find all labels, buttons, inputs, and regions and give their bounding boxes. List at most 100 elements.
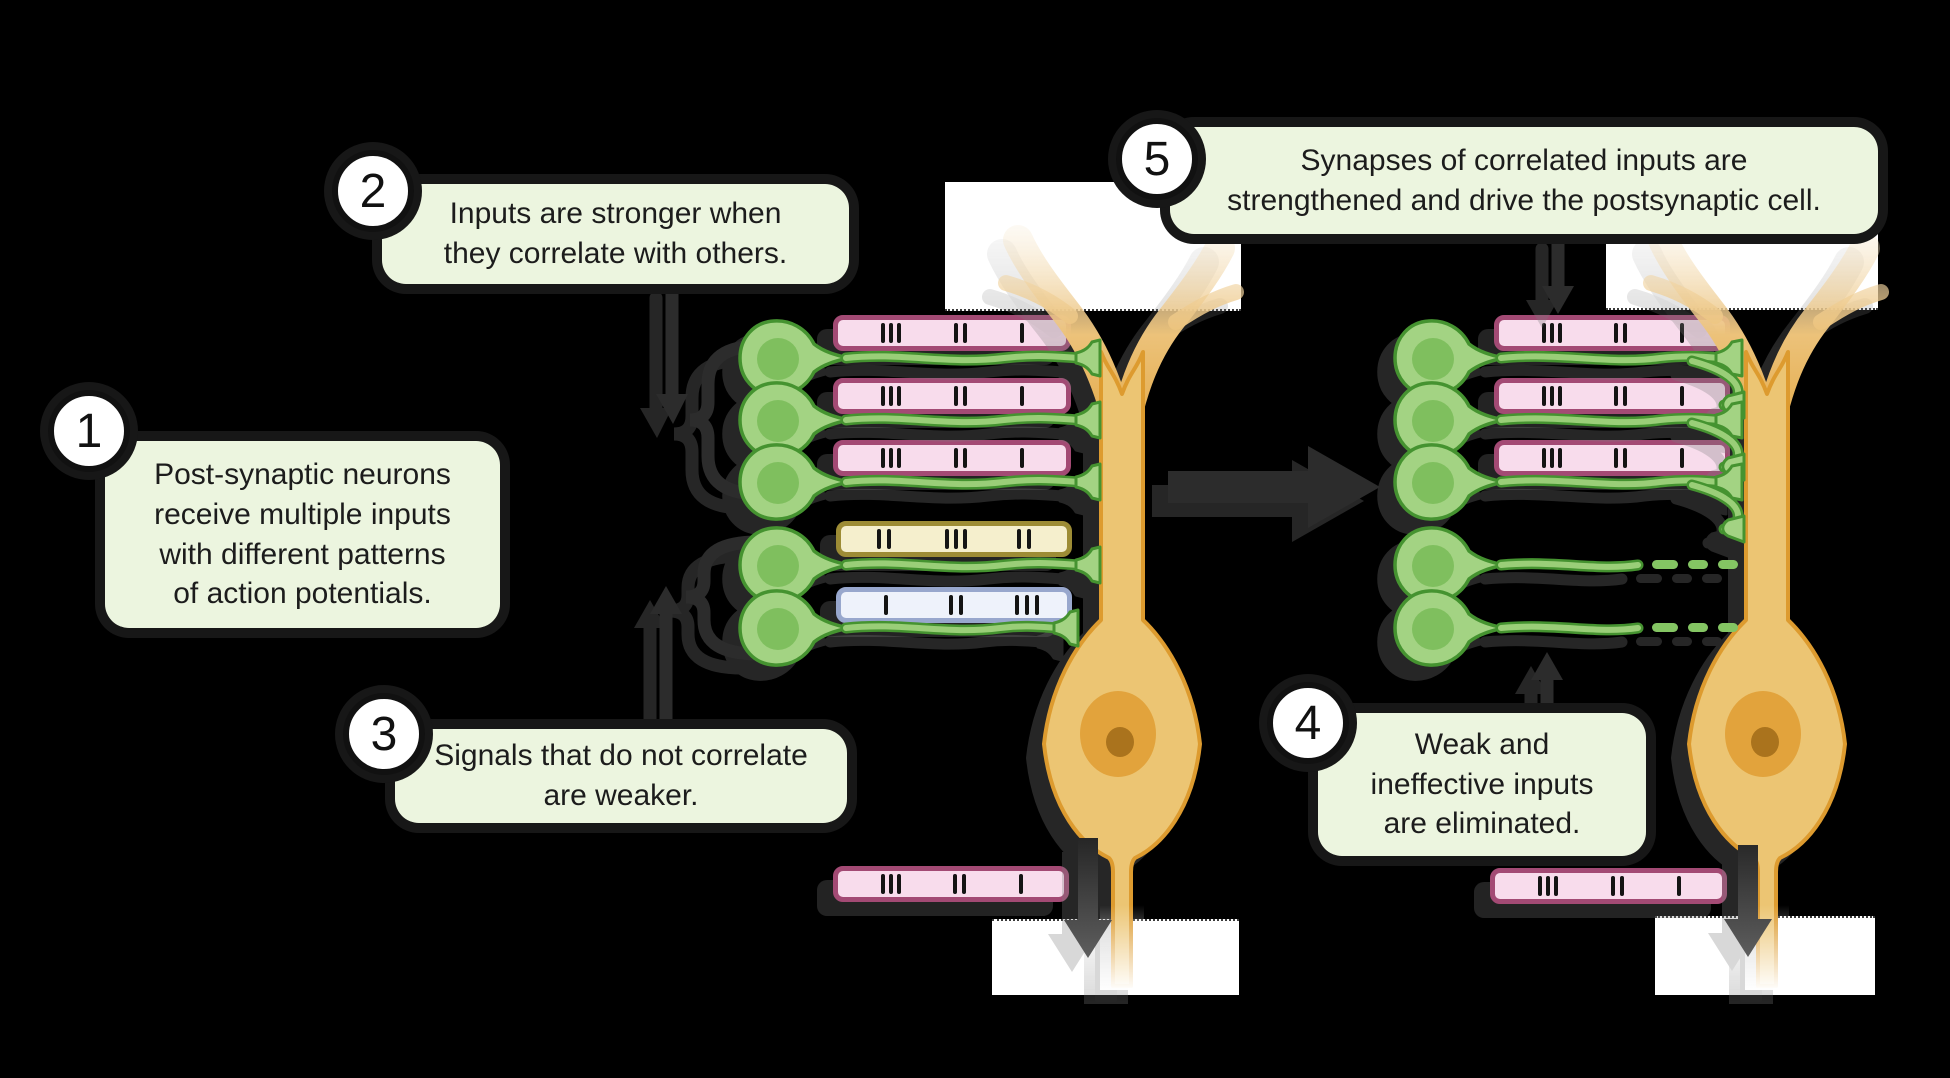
spike-tick <box>1538 876 1543 896</box>
spike-tick <box>1623 323 1628 343</box>
axon-fade-left <box>1100 905 1144 990</box>
spike-tick <box>1557 323 1562 343</box>
input-neuron-left-4 <box>738 526 1102 604</box>
spike-tick <box>883 595 888 615</box>
spike-tick <box>897 448 902 468</box>
up-arrowhead-icon <box>650 586 682 614</box>
spike-tick <box>880 874 885 894</box>
spike-tick <box>1676 876 1681 896</box>
callout-5-number: 5 <box>1116 118 1198 200</box>
spike-tick <box>1623 386 1628 406</box>
spike-tick <box>954 529 958 549</box>
spike-train-correlated-input-1 <box>833 315 1071 351</box>
spike-tick <box>954 386 959 406</box>
connector-callout-2 <box>656 277 767 501</box>
callout-3-number: 3 <box>343 693 425 775</box>
synapse-terminal <box>1074 400 1102 440</box>
spike-tick <box>1679 323 1684 343</box>
synapse-terminal <box>1074 462 1102 502</box>
transition-right-arrow-icon <box>1168 446 1380 528</box>
degenerating-axon-dash <box>1652 560 1678 569</box>
spike-tick <box>897 386 902 406</box>
spike-tick <box>1679 448 1684 468</box>
callout-5-text: Synapses of correlated inputs are streng… <box>1170 127 1878 234</box>
synapse-terminal <box>1052 608 1080 648</box>
spike-tick <box>1549 323 1554 343</box>
spike-tick <box>1035 595 1040 615</box>
callout-1-text: Post-synaptic neurons receive multiple i… <box>105 441 500 628</box>
callout-2-number: 2 <box>332 150 414 232</box>
spike-tick <box>1619 876 1624 896</box>
spike-tick <box>1610 876 1615 896</box>
spike-tick <box>963 448 968 468</box>
spike-train-strengthened-input-3 <box>1494 440 1730 476</box>
spike-tick <box>877 529 882 549</box>
spike-train-strengthened-input-1 <box>1494 315 1730 351</box>
connector-callout-3 <box>650 535 765 737</box>
down-arrowhead-icon <box>656 394 688 424</box>
spike-tick <box>1541 386 1546 406</box>
spike-tick <box>889 323 894 343</box>
callout-3-text: Signals that do not correlate are weaker… <box>395 729 847 823</box>
spike-tick <box>1541 448 1546 468</box>
spike-tick <box>1623 448 1628 468</box>
spike-tick <box>1614 323 1619 343</box>
input-neuron-left-1 <box>738 319 1102 397</box>
connector-callout-4 <box>1531 652 1563 720</box>
spike-tick <box>1020 386 1025 406</box>
spike-tick <box>1025 595 1030 615</box>
spike-tick <box>896 874 901 894</box>
spike-tick <box>1679 386 1684 406</box>
input-neuron-left-3 <box>738 443 1102 521</box>
spike-tick <box>881 323 886 343</box>
down-arrow-icon <box>1724 919 1772 957</box>
down-arrowhead-icon <box>1542 286 1574 314</box>
connector-callout-5 <box>1542 228 1574 314</box>
spike-tick <box>897 323 902 343</box>
eliminated-input-1 <box>1393 526 1738 604</box>
spike-tick <box>1015 595 1020 615</box>
spike-tick <box>1020 323 1025 343</box>
input-neuron-left-5 <box>738 589 1080 667</box>
spike-train-correlated-input-3 <box>833 440 1071 476</box>
spike-tick <box>888 874 893 894</box>
spike-tick <box>1549 448 1554 468</box>
spike-tick <box>887 529 892 549</box>
spike-tick <box>889 448 894 468</box>
brace-uncorrelated-group <box>685 535 765 661</box>
spike-tick <box>1020 448 1025 468</box>
synapse-terminal <box>1714 338 1744 378</box>
spike-tick <box>963 529 968 549</box>
spike-tick <box>1549 386 1554 406</box>
spike-tick <box>953 874 958 894</box>
spike-tick <box>954 448 959 468</box>
synapse-terminal <box>1714 462 1744 502</box>
strengthened-input-3 <box>1393 443 1746 544</box>
spike-tick <box>881 448 886 468</box>
spike-tick <box>963 323 968 343</box>
spike-train-correlated-input-2 <box>833 378 1071 414</box>
spike-tick <box>881 386 886 406</box>
spike-tick <box>962 874 967 894</box>
synapse-terminal <box>1714 400 1744 440</box>
synapse-terminal <box>1074 338 1102 378</box>
spike-train-uncorrelated-input-1 <box>836 521 1072 557</box>
synapse-bouton <box>1721 514 1746 544</box>
degenerating-axon-dash <box>1652 623 1678 632</box>
callout-1-number: 1 <box>48 390 130 472</box>
spike-train-strengthened-input-2 <box>1494 378 1730 414</box>
input-neuron-left-2 <box>738 381 1102 459</box>
spike-tick <box>954 323 959 343</box>
spike-train-output-left <box>833 866 1069 902</box>
spike-tick <box>944 529 949 549</box>
eliminated-input-2 <box>1393 589 1738 667</box>
spike-tick <box>963 386 968 406</box>
degenerating-axon-dash <box>1718 560 1738 569</box>
callout-4-text: Weak and ineffective inputs are eliminat… <box>1318 713 1646 856</box>
spike-tick <box>1557 448 1562 468</box>
callout-2-text: Inputs are stronger when they correlate … <box>382 184 849 284</box>
spike-tick <box>1557 386 1562 406</box>
spike-tick <box>949 595 954 615</box>
